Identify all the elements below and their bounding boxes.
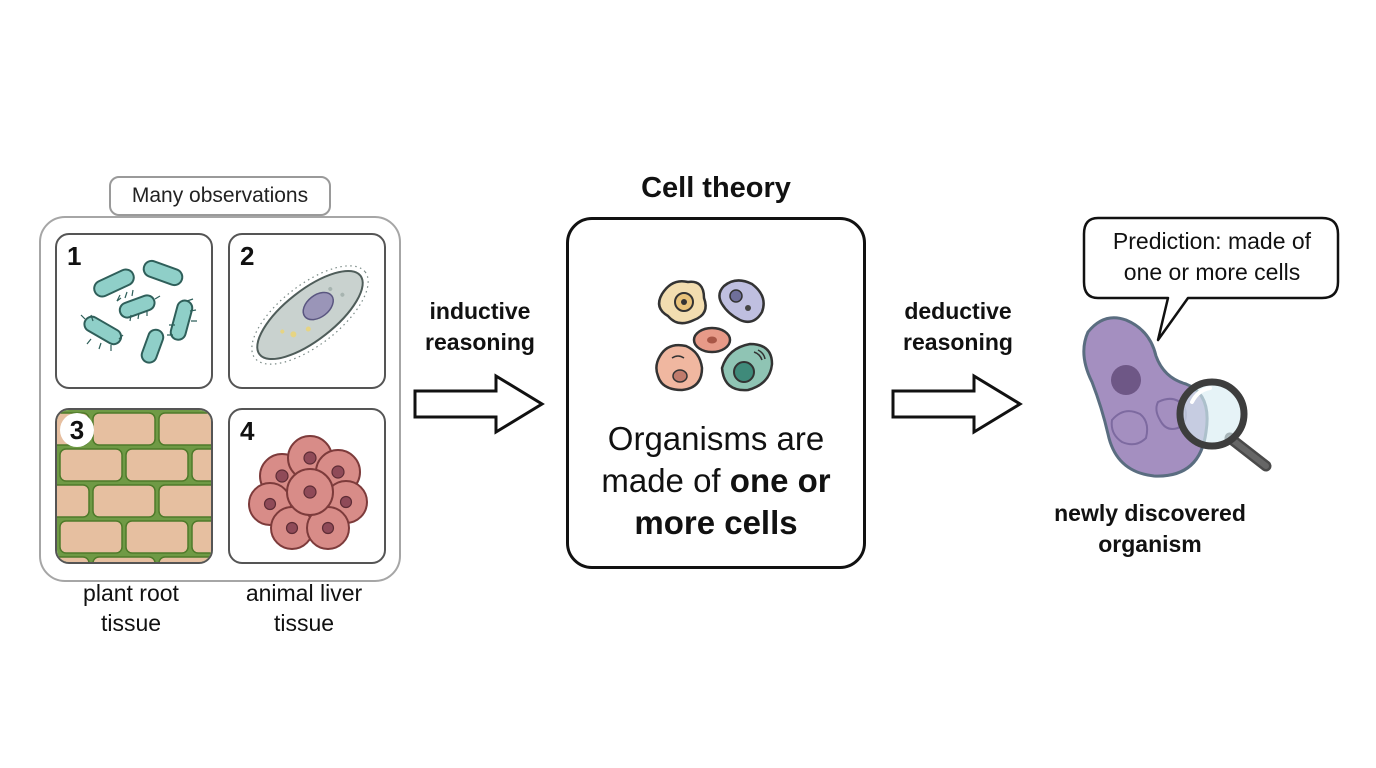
panel-number: 1: [67, 241, 82, 271]
caption-animal-liver-tissue: animal liver tissue: [212, 578, 396, 638]
label-line: reasoning: [425, 329, 535, 355]
prediction-bubble: [1082, 216, 1340, 342]
panel-number: 3: [60, 413, 94, 447]
paramecium-illustration: [251, 265, 369, 365]
panel-number: 4: [240, 416, 255, 446]
caption-line: plant root: [83, 580, 179, 606]
plant-cells-illustration: [57, 410, 211, 562]
panel-plant-root-tissue: 3: [55, 408, 213, 564]
organism-label: newly discovered organism: [1030, 498, 1270, 560]
prediction-text: Prediction: made of one or more cells: [1090, 226, 1334, 288]
panel-paramecium: 2: [228, 233, 386, 389]
caption-line: tissue: [100, 610, 162, 636]
label-line: reasoning: [903, 329, 1013, 355]
cell-theory-box: [566, 217, 866, 569]
caption-line: animal liver: [245, 580, 363, 606]
prediction-line: Prediction: made of: [1112, 228, 1312, 254]
bacteria-illustration: [80, 259, 197, 364]
panel-number: 2: [240, 241, 255, 271]
prediction-line: one or more cells: [1123, 259, 1301, 285]
label-line: organism: [1098, 531, 1202, 557]
cell-theory-title: Cell theory: [641, 172, 791, 204]
newly-discovered-organism-illustration: [1082, 316, 1272, 478]
label-line: newly discovered: [1054, 500, 1246, 526]
cell-theory-statement: Organisms are made of one or more cells: [580, 418, 852, 544]
caption-plant-root-tissue: plant root tissue: [40, 578, 222, 638]
panel-bacteria: 1: [55, 233, 213, 389]
liver-cells-illustration: [248, 435, 368, 550]
deductive-arrow: [891, 373, 1023, 435]
label-line: deductive: [904, 298, 1012, 324]
cell-cluster-icon: [655, 279, 774, 392]
deductive-reasoning-label: deductive reasoning: [888, 296, 1028, 358]
caption-line: tissue: [273, 610, 335, 636]
inductive-arrow: [413, 373, 545, 435]
statement-emphasis: one or more cells: [634, 462, 831, 541]
inductive-reasoning-label: inductive reasoning: [410, 296, 550, 358]
observations-title: Many observations: [109, 176, 331, 216]
panel-animal-liver-tissue: 4: [228, 408, 386, 564]
label-line: inductive: [429, 298, 531, 324]
statement-text: Organisms are made of: [601, 420, 825, 499]
